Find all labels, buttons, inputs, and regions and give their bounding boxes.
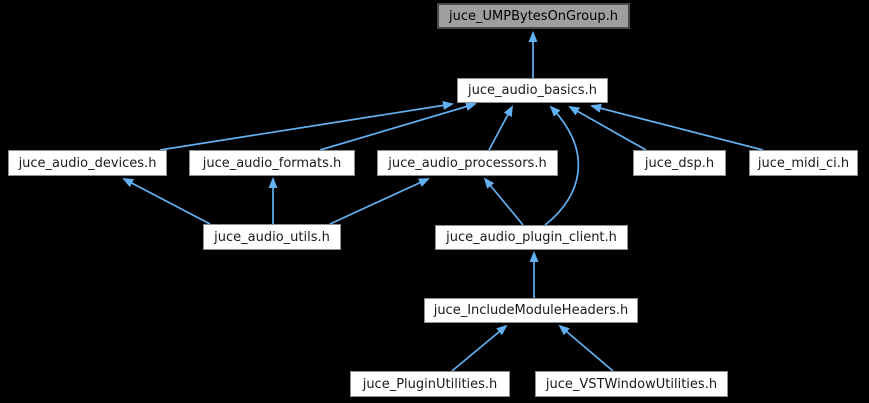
graph-node-ump: juce_UMPBytesOnGroup.h <box>437 3 630 29</box>
graph-node-midi-ci[interactable]: juce_midi_ci.h <box>749 150 858 176</box>
edge-utils-to-processors <box>329 178 430 225</box>
graph-node-plugin-utilities[interactable]: juce_PluginUtilities.h <box>350 371 510 397</box>
edge-formats-to-basics <box>319 102 477 151</box>
graph-node-dsp[interactable]: juce_dsp.h <box>633 150 726 176</box>
edge-processors-to-basics <box>488 105 513 151</box>
graph-node-vst-window[interactable]: juce_VSTWindowUtilities.h <box>535 371 728 397</box>
graph-node-formats[interactable]: juce_audio_formats.h <box>189 150 355 176</box>
graph-node-devices[interactable]: juce_audio_devices.h <box>8 150 167 176</box>
edge-plugin-client-to-basics <box>544 105 580 226</box>
edge-dsp-to-basics <box>568 106 647 151</box>
graph-node-include-headers[interactable]: juce_IncludeModuleHeaders.h <box>424 298 638 323</box>
graph-node-plugin-client[interactable]: juce_audio_plugin_client.h <box>435 225 628 250</box>
edge-midi-ci-to-basics <box>590 103 764 151</box>
edge-devices-to-basics <box>159 100 454 151</box>
edge-plugin-utilities-to-include-headers <box>451 324 508 372</box>
edge-vst-window-to-include-headers <box>558 324 614 372</box>
graph-node-processors[interactable]: juce_audio_processors.h <box>377 150 558 176</box>
edge-plugin-client-to-processors <box>483 177 524 226</box>
edge-utils-to-devices <box>122 178 211 225</box>
graph-node-utils[interactable]: juce_audio_utils.h <box>203 224 341 250</box>
graph-node-basics[interactable]: juce_audio_basics.h <box>457 78 608 103</box>
